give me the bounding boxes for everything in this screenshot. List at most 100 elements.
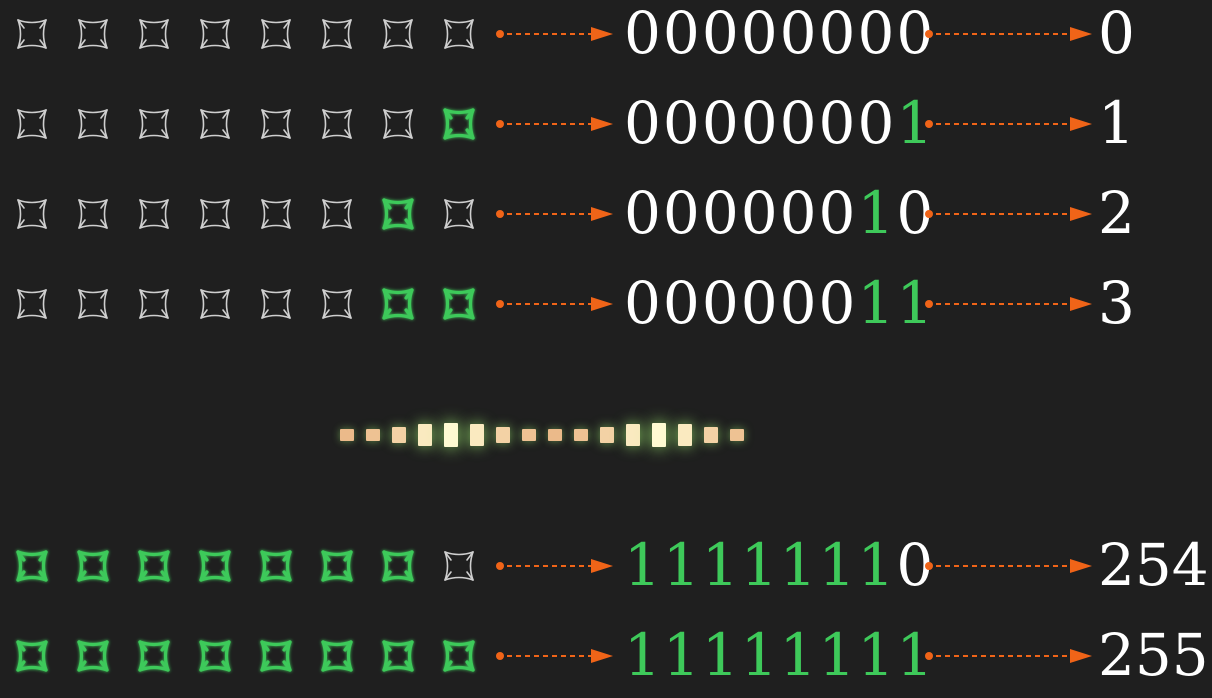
binary-digit: 0 — [701, 269, 741, 337]
binary-digit: 0 — [740, 0, 780, 67]
ellipsis-dash — [340, 429, 354, 441]
bit-off-icon — [195, 194, 235, 234]
binary-digit: 0 — [857, 0, 897, 67]
bit-off-icon — [256, 104, 296, 144]
bit-off-icon — [439, 14, 479, 54]
bit-off-icon — [195, 14, 235, 54]
bit-off-icon — [12, 284, 52, 324]
dotted-arrow-icon — [495, 294, 613, 314]
bit-off-icon — [439, 194, 479, 234]
bit-off-icon — [256, 194, 296, 234]
ellipsis-dash — [626, 424, 640, 446]
binary-digit: 0 — [701, 89, 741, 157]
bit-on-icon — [378, 636, 418, 676]
dotted-arrow-icon — [924, 114, 1092, 134]
ellipsis-dash — [574, 429, 588, 441]
binary-value: 00000000 — [624, 0, 935, 68]
bit-on-icon — [73, 546, 113, 586]
ellipsis-dash — [496, 427, 510, 443]
binary-digit: 1 — [701, 531, 741, 599]
bit-on-icon — [378, 546, 418, 586]
binary-digit: 1 — [857, 179, 897, 247]
bit-on-icon — [317, 546, 357, 586]
dotted-arrow-icon — [924, 556, 1092, 576]
decimal-value: 254 — [1098, 531, 1209, 599]
binary-digit: 1 — [740, 621, 780, 689]
binary-digit: 1 — [662, 621, 702, 689]
binary-digit: 0 — [779, 179, 819, 247]
bit-off-icon — [256, 284, 296, 324]
bit-off-icon — [134, 284, 174, 324]
bit-off-icon — [317, 284, 357, 324]
bit-on-icon — [317, 636, 357, 676]
bit-off-icon — [12, 194, 52, 234]
binary-digit: 0 — [740, 89, 780, 157]
ellipsis-dash — [652, 423, 666, 447]
bit-group — [12, 104, 479, 144]
bit-off-icon — [378, 104, 418, 144]
ellipsis-dash — [730, 429, 744, 441]
binary-digit: 0 — [818, 269, 858, 337]
bit-group — [12, 284, 479, 324]
ellipsis-dash — [470, 424, 484, 446]
binary-digit: 0 — [857, 89, 897, 157]
dotted-arrow-icon — [924, 294, 1092, 314]
bit-on-icon — [134, 546, 174, 586]
decimal-value: 0 — [1098, 0, 1135, 67]
binary-digit: 0 — [624, 89, 663, 157]
bit-off-icon — [256, 14, 296, 54]
dotted-arrow-icon — [495, 114, 613, 134]
decimal-value: 3 — [1098, 269, 1135, 337]
bit-on-icon — [195, 636, 235, 676]
ellipsis-dash — [418, 424, 432, 446]
binary-digit: 0 — [624, 0, 663, 67]
bit-on-icon — [256, 636, 296, 676]
dotted-arrow-icon — [495, 556, 613, 576]
binary-digit: 0 — [624, 179, 663, 247]
bit-group — [12, 14, 479, 54]
decimal-value: 2 — [1098, 179, 1135, 247]
binary-digit: 1 — [818, 531, 858, 599]
binary-digit: 1 — [740, 531, 780, 599]
binary-digit: 0 — [701, 0, 741, 67]
ellipsis-dash — [522, 429, 536, 441]
dotted-arrow-icon — [924, 24, 1092, 44]
bit-off-icon — [195, 284, 235, 324]
bit-on-icon — [439, 104, 479, 144]
bit-group — [12, 194, 479, 234]
binary-digit: 0 — [662, 269, 702, 337]
bit-on-icon — [134, 636, 174, 676]
binary-digit: 1 — [701, 621, 741, 689]
bit-on-icon — [12, 546, 52, 586]
bit-off-icon — [317, 14, 357, 54]
bit-off-icon — [378, 14, 418, 54]
binary-digit: 0 — [740, 269, 780, 337]
ellipsis-dashes — [340, 418, 770, 452]
binary-digit: 0 — [662, 179, 702, 247]
bit-on-icon — [256, 546, 296, 586]
bit-group — [12, 546, 479, 586]
binary-row: 00000011 3 — [0, 269, 1212, 337]
binary-digit: 1 — [857, 621, 897, 689]
binary-digit: 0 — [779, 269, 819, 337]
bit-on-icon — [439, 636, 479, 676]
ellipsis-dash — [444, 423, 458, 447]
binary-digit: 0 — [818, 89, 858, 157]
bit-off-icon — [195, 104, 235, 144]
binary-digit: 0 — [818, 179, 858, 247]
binary-value: 00000001 — [624, 88, 935, 158]
bit-on-icon — [195, 546, 235, 586]
bit-off-icon — [12, 104, 52, 144]
binary-value: 00000011 — [624, 268, 935, 338]
bit-off-icon — [73, 104, 113, 144]
binary-digit: 0 — [662, 0, 702, 67]
binary-digit: 1 — [662, 531, 702, 599]
bit-group — [12, 636, 479, 676]
dotted-arrow-icon — [495, 204, 613, 224]
bit-on-icon — [378, 194, 418, 234]
binary-digit: 0 — [624, 269, 663, 337]
bit-on-icon — [73, 636, 113, 676]
